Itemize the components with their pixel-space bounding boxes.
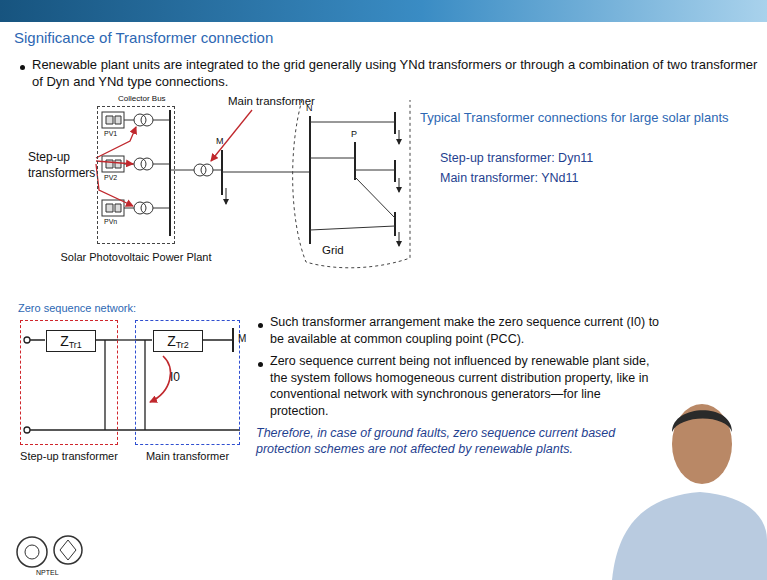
impedance-symbol: Z bbox=[60, 333, 69, 349]
connection-note: Main transformer: YNd11 bbox=[440, 170, 578, 186]
impedance-box: ZTr2 bbox=[153, 330, 203, 352]
transformer-symbol bbox=[134, 158, 146, 170]
callout-label: Step-up transformers bbox=[28, 150, 96, 181]
step-up-zone: Step-up transformerZTr1 bbox=[20, 320, 118, 445]
bus-label: M bbox=[238, 332, 246, 345]
impedance-subscript: Tr1 bbox=[69, 340, 82, 350]
wire bbox=[170, 170, 222, 171]
zone-heading: Step-up transformer bbox=[20, 450, 118, 464]
leader-arrow bbox=[211, 110, 252, 161]
callout-label: Main transformer bbox=[228, 94, 315, 109]
connection-note: Step-up transformer: Dyn11 bbox=[440, 150, 593, 166]
current-arrow bbox=[150, 356, 170, 402]
bus-bar bbox=[354, 142, 356, 180]
logo bbox=[54, 536, 82, 564]
load-arrow bbox=[399, 130, 400, 144]
pv-label: PVn bbox=[104, 217, 117, 226]
current-label: I0 bbox=[170, 370, 180, 386]
bullet-column: Such transformer arrangement make the ze… bbox=[256, 314, 661, 464]
transformer-symbol bbox=[134, 114, 146, 126]
pv-unit bbox=[102, 156, 124, 172]
bus-bar bbox=[232, 328, 234, 352]
impedance-subscript: Tr2 bbox=[176, 340, 189, 350]
wire-connector bbox=[118, 339, 135, 340]
bullet-text: Renewable plant units are integrated to … bbox=[32, 56, 767, 90]
pv-unit bbox=[102, 112, 124, 128]
load-arrow bbox=[399, 178, 400, 192]
pv-unit bbox=[102, 200, 124, 216]
slide-title: Significance of Transformer connection bbox=[14, 29, 273, 48]
bullet-item: Such transformer arrangement make the ze… bbox=[256, 314, 661, 347]
impedance-label: ZTr1 bbox=[47, 331, 95, 351]
region-label: Grid bbox=[322, 243, 344, 258]
bullet-item: Zero sequence current being not influenc… bbox=[256, 353, 661, 419]
leader-arrow bbox=[96, 127, 136, 158]
logo bbox=[17, 537, 47, 567]
bullet-dot bbox=[258, 323, 263, 328]
transmission-line bbox=[310, 122, 395, 230]
pv-icon bbox=[106, 204, 121, 212]
section-heading: Zero sequence network: bbox=[18, 301, 136, 315]
bus-bar bbox=[394, 112, 396, 134]
section-heading: Typical Transformer connections for larg… bbox=[420, 110, 760, 127]
bus-bar bbox=[309, 116, 311, 244]
header-bar bbox=[0, 0, 767, 22]
pv-label: PV1 bbox=[104, 129, 117, 138]
presenter-head bbox=[672, 404, 732, 484]
grid-boundary bbox=[293, 100, 410, 268]
transformer-symbol bbox=[141, 202, 153, 214]
terminal bbox=[24, 427, 30, 433]
zone-heading: Solar Photovoltaic Power Plant bbox=[60, 251, 211, 265]
transformer-symbol bbox=[134, 202, 146, 214]
pv-icon bbox=[106, 160, 121, 168]
load-arrow bbox=[226, 188, 227, 204]
transmission-line bbox=[222, 172, 310, 173]
bus-bar bbox=[394, 160, 396, 182]
logo-label: NPTEL bbox=[36, 568, 59, 577]
bus-label: M bbox=[216, 136, 224, 148]
pv-label: PV2 bbox=[104, 173, 117, 182]
bullet-text: Such transformer arrangement make the ze… bbox=[270, 314, 661, 347]
logo bbox=[60, 540, 76, 560]
bus-label: P bbox=[351, 129, 357, 141]
transformer-symbol bbox=[194, 164, 206, 176]
bullet-dot bbox=[20, 65, 25, 70]
impedance-box: ZTr1 bbox=[46, 330, 96, 352]
bus-label: N bbox=[306, 103, 313, 115]
presenter-body bbox=[612, 492, 767, 580]
presenter-hair bbox=[672, 410, 732, 432]
impedance-symbol: Z bbox=[167, 333, 176, 349]
bus-label: Collector Bus bbox=[118, 94, 166, 104]
zone-heading: Main transformer bbox=[146, 450, 229, 464]
collector-bus bbox=[169, 110, 171, 236]
conclusion-note: Therefore, in case of ground faults, zer… bbox=[256, 425, 661, 458]
load-arrow bbox=[399, 232, 400, 246]
bullet-text: Zero sequence current being not influenc… bbox=[270, 353, 661, 419]
pv-icon bbox=[106, 116, 121, 124]
main-zone: Main transformerZTr2 bbox=[135, 320, 240, 445]
bus-bar bbox=[394, 212, 396, 236]
logo bbox=[25, 545, 39, 559]
terminal bbox=[24, 337, 30, 343]
bullet-dot bbox=[258, 362, 263, 367]
leader-arrow bbox=[96, 161, 133, 164]
transformer-symbol bbox=[141, 158, 153, 170]
transformer-symbol bbox=[201, 164, 213, 176]
transformer-symbol bbox=[141, 114, 153, 126]
impedance-label: ZTr2 bbox=[154, 331, 202, 351]
presenter-figure bbox=[612, 404, 767, 580]
bullet-item: Renewable plant units are integrated to … bbox=[18, 56, 767, 90]
wire bbox=[135, 340, 233, 430]
leader-arrow bbox=[96, 164, 133, 206]
